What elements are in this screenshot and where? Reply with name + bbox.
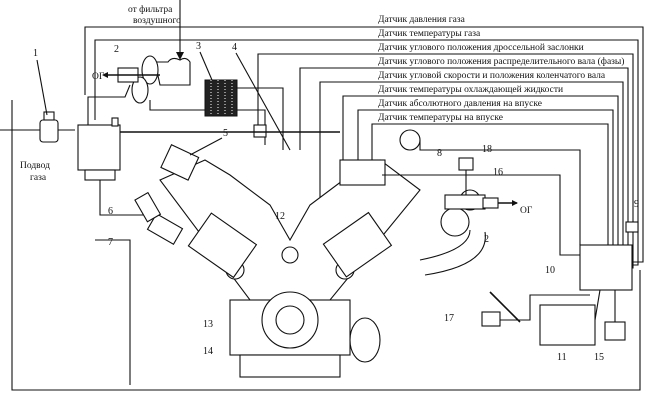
ecu-ground-line: [11, 100, 641, 391]
sensor-label: Датчик абсолютного давления на впуске: [378, 98, 542, 109]
sensor-label: Датчик температуры на впуске: [378, 113, 503, 123]
callout-numbers: 1 2 3 4 5 6 7 8 9 10 11 12 13 14 15 16 1…: [33, 41, 639, 363]
callout-1: 1: [33, 48, 38, 59]
engine: [159, 159, 421, 378]
intercooler: [204, 79, 284, 150]
callout-17: 17: [444, 313, 454, 324]
callout-14: 14: [203, 346, 213, 357]
ecu-10: [579, 244, 633, 291]
callout-10: 10: [545, 265, 555, 276]
sensor-labels: Датчик давления газа Датчик температуры …: [378, 15, 624, 123]
callout-2b: 2: [484, 234, 489, 245]
sensor-label: Датчик углового положения распределитель…: [378, 56, 624, 67]
sensor-8: [399, 129, 421, 151]
callout-9: 9: [634, 199, 639, 210]
callout-2: 2: [114, 44, 119, 55]
sensor-label: Датчик температуры газа: [378, 29, 481, 39]
gas-inlet-label: газа: [30, 173, 47, 183]
gas-filter-reducer: [77, 117, 340, 181]
sensor-18: [458, 157, 474, 171]
callout-15: 15: [594, 352, 604, 363]
relay-15: [604, 321, 626, 341]
turbocharger-left: [87, 55, 205, 130]
injector-assembly: [134, 144, 200, 246]
callout-16: 16: [493, 167, 503, 178]
gas-valve: [39, 111, 59, 143]
sensor-label: Датчик давления газа: [378, 15, 466, 25]
air-inlet-label: воздушного: [133, 16, 181, 26]
ignition-module-11: [539, 304, 596, 346]
callout-12: 12: [275, 211, 285, 222]
sensor-label: Датчик углового положения дроссельной за…: [378, 42, 584, 53]
pedal-sensor-17: [481, 311, 501, 327]
connector-9: [625, 221, 639, 233]
callout-6: 6: [108, 206, 113, 217]
exhaust-label: ОГ: [520, 206, 533, 216]
sensor-wiring: [84, 26, 644, 295]
callout-11: 11: [557, 352, 567, 363]
callout-5: 5: [223, 128, 228, 139]
gas-inlet-label: Подвод: [20, 161, 50, 171]
callout-3: 3: [196, 41, 201, 52]
air-inlet-label: от фильтра: [128, 4, 173, 15]
sensor-label: Датчик угловой скорости и положения коле…: [378, 70, 606, 81]
sensor-label: Датчик температуры охлаждающей жидкости: [378, 84, 563, 95]
turbocharger-right: [419, 189, 518, 276]
accelerator-pedal: [489, 291, 521, 323]
callout-4: 4: [232, 42, 237, 53]
callout-18: 18: [482, 144, 492, 155]
exhaust-label: ОГ: [92, 72, 105, 82]
throttle-box: [253, 124, 267, 138]
callout-7: 7: [108, 237, 113, 248]
gas-hose: [99, 180, 150, 216]
callout-8: 8: [437, 148, 442, 159]
callout-13: 13: [203, 319, 213, 330]
